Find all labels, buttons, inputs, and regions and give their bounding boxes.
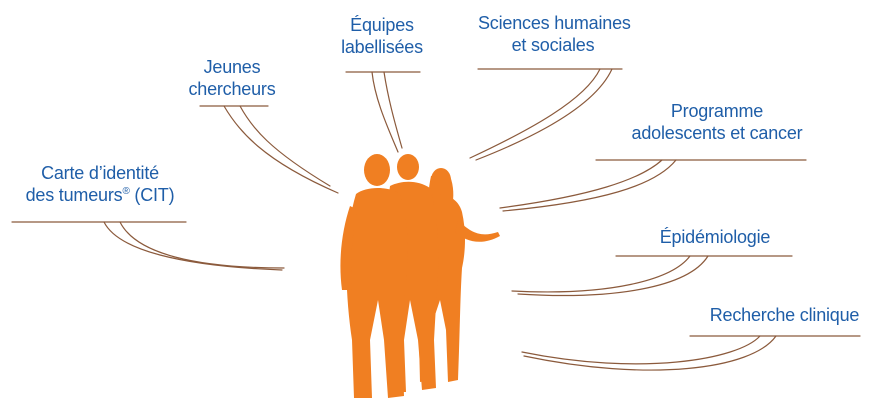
label-programme-adolescents: Programme adolescents et cancer <box>612 100 822 144</box>
label-jeunes-chercheurs: Jeunes chercheurs <box>172 56 292 100</box>
label-sciences-humaines: Sciences humaines et sociales <box>478 12 631 56</box>
silhouette-man-front <box>340 154 408 398</box>
leader-sciences-humaines <box>469 68 623 161</box>
label-equipes-labellisees: Équipes labellisées <box>332 14 432 58</box>
leader-cit <box>11 221 285 271</box>
label-cit-line2a: des tumeurs <box>25 185 123 205</box>
leader-jeunes-chercheurs <box>199 105 339 194</box>
label-recherche-clinique: Recherche clinique <box>702 304 867 326</box>
label-sciences-line2: et sociales <box>511 35 595 55</box>
label-epidemiologie-line1: Épidémiologie <box>659 227 771 247</box>
registered-mark: ® <box>122 186 130 197</box>
people-silhouette <box>340 154 500 398</box>
label-recherche-line1: Recherche clinique <box>709 305 860 325</box>
label-programme-line1: Programme <box>670 101 764 121</box>
label-cit-line2b: (CIT) <box>129 185 175 205</box>
label-sciences-line1: Sciences humaines <box>478 13 631 33</box>
label-epidemiologie: Épidémiologie <box>650 226 780 248</box>
leader-epidemiologie <box>511 255 793 297</box>
label-cit-line1: Carte d’identité <box>41 163 159 183</box>
label-jeunes-line1: Jeunes <box>203 57 261 77</box>
label-cit-line2: des tumeurs® (CIT) <box>12 184 188 206</box>
leader-programme <box>499 159 807 212</box>
label-carte-identite-tumeurs: Carte d’identité des tumeurs® (CIT) <box>12 162 188 206</box>
label-jeunes-line2: chercheurs <box>188 79 276 99</box>
label-equipes-line1: Équipes <box>350 15 414 35</box>
leader-equipes-labellisees <box>345 71 421 153</box>
label-programme-line2: adolescents et cancer <box>631 123 803 143</box>
leader-recherche-clinique <box>521 335 861 371</box>
label-equipes-line2: labellisées <box>341 37 423 57</box>
